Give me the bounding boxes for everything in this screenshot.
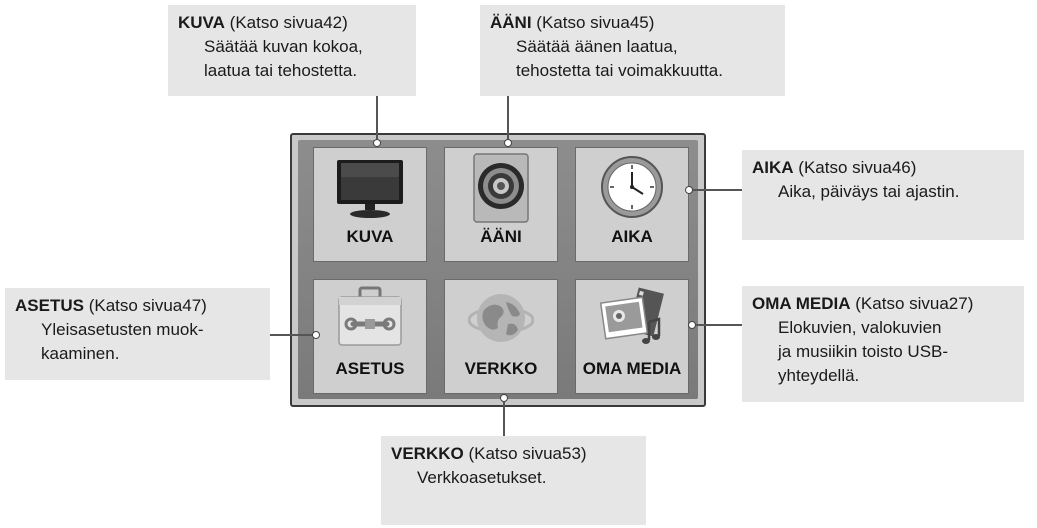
- callout-line: yhteydellä.: [778, 366, 860, 385]
- callout-line: ja musiikin toisto USB-: [778, 342, 949, 361]
- menu-tile-verkko[interactable]: VERKKO: [444, 279, 558, 394]
- home-menu-panel: KUVA ÄÄNI: [290, 133, 706, 407]
- leader-line-verkko: [503, 398, 505, 436]
- callout-line: Aika, päiväys tai ajastin.: [778, 182, 960, 201]
- callout-aika: AIKA (Katso sivua46) Aika, päiväys tai a…: [742, 150, 1024, 240]
- leader-dot-kuva: [373, 139, 381, 147]
- callout-page-ref: (Katso sivua27): [855, 294, 974, 313]
- callout-verkko: VERKKO (Katso sivua53) Verkkoasetukset.: [381, 436, 646, 525]
- callout-title: AIKA: [752, 158, 794, 177]
- callout-page-ref: (Katso sivua45): [536, 13, 655, 32]
- menu-tile-aika[interactable]: AIKA: [575, 147, 689, 262]
- leader-dot-verkko: [500, 394, 508, 402]
- callout-line: Yleisasetusten muok-: [41, 320, 204, 339]
- callout-asetus: ASETUS (Katso sivua47) Yleisasetusten mu…: [5, 288, 270, 380]
- menu-tile-oma-media[interactable]: OMA MEDIA: [575, 279, 689, 394]
- callout-page-ref: (Katso sivua47): [88, 296, 207, 315]
- tile-label: ÄÄNI: [480, 227, 522, 246]
- callout-title: ASETUS: [15, 296, 84, 315]
- tile-label: VERKKO: [464, 359, 538, 378]
- callout-title: VERKKO: [391, 444, 464, 463]
- leader-dot-oma-media: [688, 321, 696, 329]
- callout-line: kaaminen.: [41, 344, 120, 363]
- callout-page-ref: (Katso sivua46): [798, 158, 917, 177]
- clock-icon: [599, 154, 665, 225]
- leader-line-asetus: [270, 334, 316, 336]
- leader-line-aika: [689, 189, 742, 191]
- leader-line-oma-media: [692, 324, 742, 326]
- callout-kuva: KUVA (Katso sivua42) Säätää kuvan kokoa,…: [168, 5, 416, 96]
- callout-line: laatua tai tehostetta.: [204, 61, 358, 80]
- toolbox-icon: [335, 286, 405, 353]
- callout-line: Säätää kuvan kokoa,: [204, 37, 363, 56]
- leader-dot-aani: [504, 139, 512, 147]
- globe-icon: [467, 288, 535, 355]
- menu-tile-kuva[interactable]: KUVA: [313, 147, 427, 262]
- callout-line: Säätää äänen laatua,: [516, 37, 678, 56]
- callout-title: KUVA: [178, 13, 225, 32]
- menu-tile-asetus[interactable]: ASETUS: [313, 279, 427, 394]
- leader-dot-asetus: [312, 331, 320, 339]
- callout-page-ref: (Katso sivua53): [468, 444, 587, 463]
- speaker-icon: [470, 152, 532, 229]
- callout-title: OMA MEDIA: [752, 294, 851, 313]
- callout-oma-media: OMA MEDIA (Katso sivua27) Elokuvien, val…: [742, 286, 1024, 402]
- leader-line-kuva: [376, 96, 378, 141]
- callout-title: ÄÄNI: [490, 13, 532, 32]
- tile-label: AIKA: [611, 227, 653, 246]
- menu-tile-aani[interactable]: ÄÄNI: [444, 147, 558, 262]
- media-icon: [597, 286, 667, 353]
- tile-label: KUVA: [346, 227, 394, 246]
- leader-dot-aika: [685, 186, 693, 194]
- tile-label: OMA MEDIA: [582, 359, 682, 378]
- callout-line: tehostetta tai voimakkuutta.: [516, 61, 723, 80]
- callout-page-ref: (Katso sivua42): [229, 13, 348, 32]
- leader-line-aani: [507, 96, 509, 140]
- tv-icon: [335, 158, 405, 225]
- tile-label: ASETUS: [335, 359, 405, 378]
- callout-line: Elokuvien, valokuvien: [778, 318, 942, 337]
- callout-aani: ÄÄNI (Katso sivua45) Säätää äänen laatua…: [480, 5, 785, 96]
- callout-line: Verkkoasetukset.: [417, 468, 547, 487]
